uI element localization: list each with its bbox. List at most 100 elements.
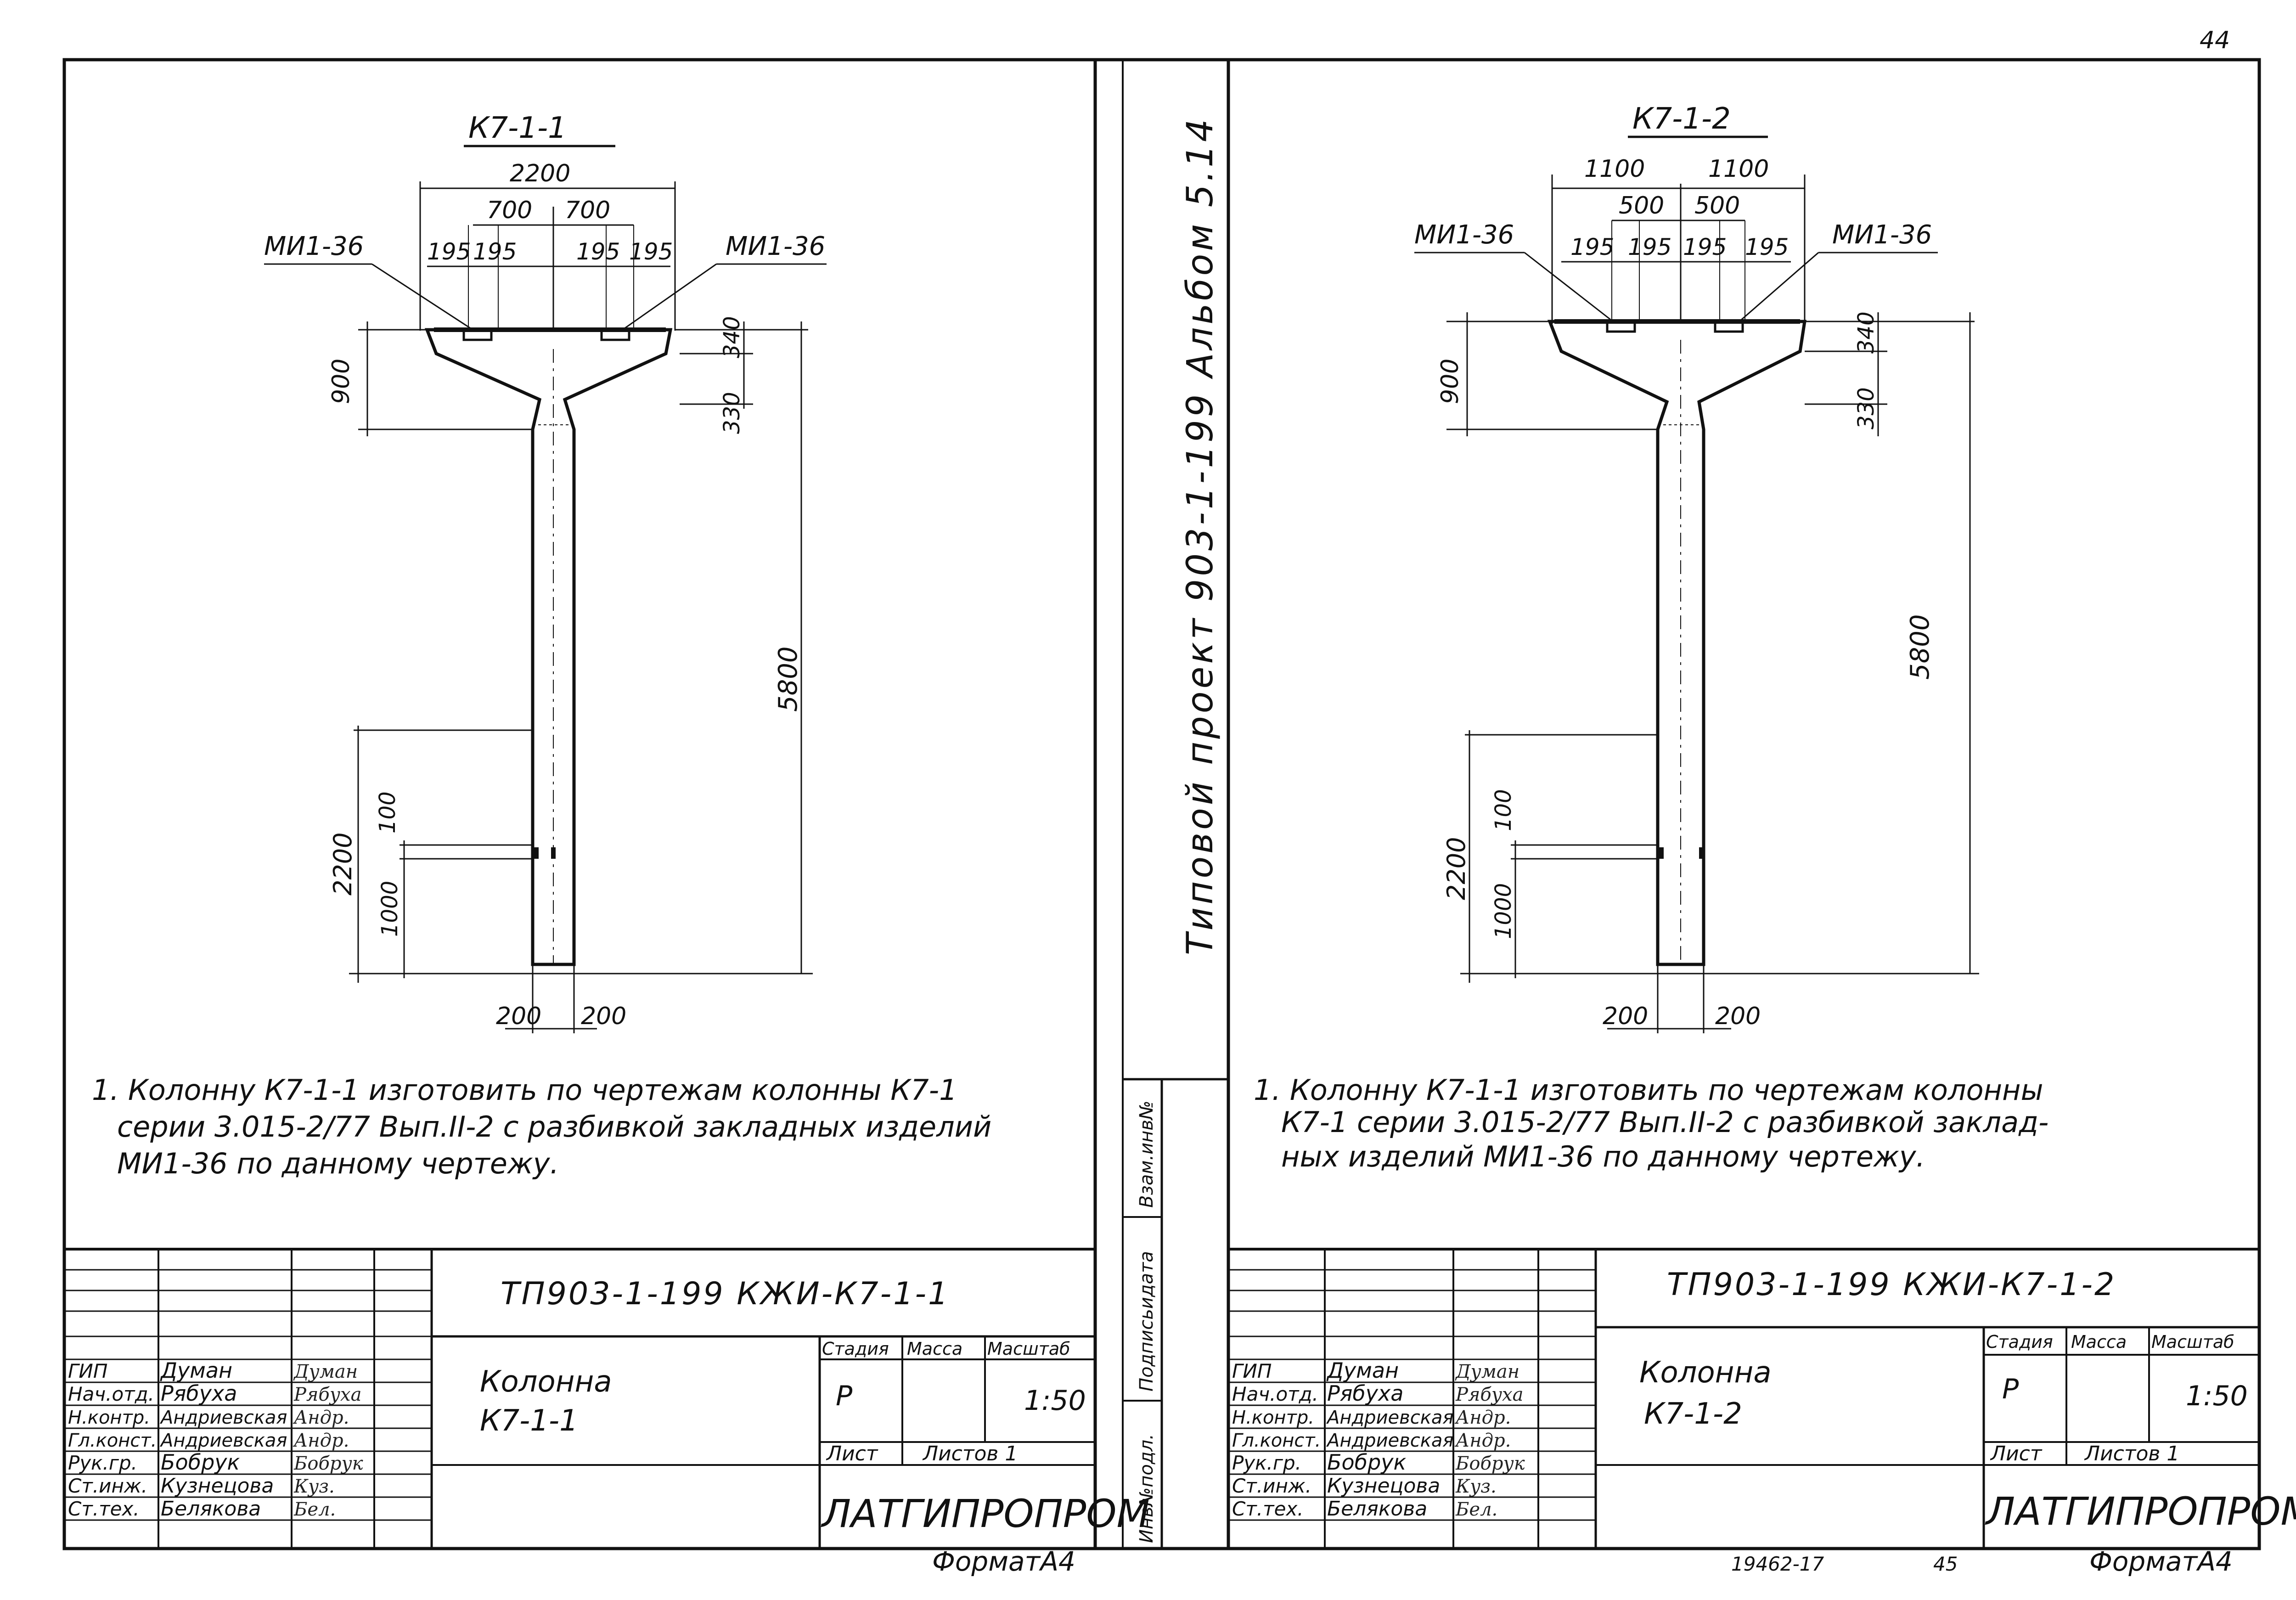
name-5-right: Кузнецова — [1327, 1474, 1440, 1498]
note-left-1: 1. Колонну К7-1-1 изготовить по чертежам… — [92, 1073, 957, 1107]
sign-1-right: Рябуха — [1455, 1384, 1523, 1405]
dim-1000-left: 1000 — [377, 881, 403, 937]
dim-s4-left: 195 — [629, 238, 673, 265]
embed-plate-3 — [1606, 320, 1636, 333]
mi-leader-2 — [624, 263, 717, 329]
dim-total-width: 2200 — [510, 160, 570, 187]
dim-inner-left: 500 — [1619, 192, 1664, 220]
sheet-left: К7-1-1 2200 700 700 195 195 195 195 МИ1-… — [64, 111, 1150, 1549]
name-0-left: Думан — [160, 1358, 232, 1383]
name-1-right: Рябуха — [1327, 1381, 1403, 1406]
name-5-left: Кузнецова — [161, 1474, 274, 1498]
dim-half-left: 700 — [487, 197, 532, 224]
sign-6-left: Бел. — [293, 1499, 336, 1520]
stamp-name1-right: Колонна — [1639, 1356, 1772, 1390]
album-stamp: Типовой проект 903-1-199 Альбом 5.14 — [1180, 116, 1221, 955]
role-6-left: Ст.тех. — [68, 1498, 140, 1520]
dim-100-right: 100 — [1491, 789, 1516, 831]
dim-half-left-r: 1100 — [1584, 155, 1645, 183]
name-2-left: Андриевская — [159, 1407, 287, 1428]
dim-base-left-a: 200 — [496, 1003, 541, 1030]
role-0-right: ГИП — [1232, 1360, 1272, 1382]
embed-mark-1 — [534, 847, 539, 859]
role-0-left: ГИП — [68, 1360, 107, 1382]
mi-label-left-2: МИ1-36 — [1414, 220, 1514, 250]
dim-340-right: 340 — [1853, 311, 1879, 354]
stamp-stage-right: Р — [2002, 1373, 2019, 1405]
embed-plate-1 — [462, 328, 493, 341]
name-1-left: Рябуха — [161, 1381, 237, 1406]
dim-100-left: 100 — [375, 791, 400, 834]
frame-left — [62, 58, 1097, 1550]
stamp-name1-left: Колонна — [480, 1365, 612, 1399]
stamp-mass-h-left: Масса — [907, 1339, 962, 1359]
dim-head-height-r: 900 — [1436, 359, 1464, 404]
dim-s1-left: 195 — [427, 238, 471, 265]
footer-page: 45 — [1933, 1553, 1958, 1575]
role-3-left: Гл.конст. — [68, 1430, 157, 1451]
title-block-right — [1228, 1248, 2259, 1549]
dim-s4-right: 195 — [1745, 234, 1789, 260]
sign-5-right: Куз. — [1455, 1476, 1497, 1497]
mi-leader-4 — [1740, 252, 1819, 321]
sign-4-right: Бобрук — [1455, 1453, 1525, 1474]
title-left: К7-1-1 — [468, 111, 567, 145]
stamp-stage-left: Р — [836, 1380, 853, 1412]
sheet-right: К7-1-2 1100 1100 500 500 195 195 195 195… — [1228, 102, 2296, 1549]
format-label-right: ФорматА4 — [2089, 1546, 2233, 1577]
dim-shaft-right: 5800 — [1905, 614, 1935, 680]
stamp-code-right: ТП903-1-199 КЖИ-К7-1-2 — [1667, 1267, 2116, 1303]
role-5-left: Ст.инж. — [68, 1475, 147, 1497]
role-2-right: Н.контр. — [1232, 1407, 1314, 1428]
stamp-scale-left: 1:50 — [1024, 1385, 1086, 1417]
dim-half-right-r: 1100 — [1708, 155, 1769, 183]
embed-plate-4 — [1714, 320, 1744, 333]
sign-2-right: Андр. — [1454, 1407, 1511, 1428]
stamp-scale-h-right: Масштаб — [2151, 1332, 2234, 1352]
role-1-right: Нач.отд. — [1232, 1383, 1318, 1405]
stamp-sheets-h-left: Листов 1 — [922, 1442, 1018, 1465]
sign-1-left: Рябуха — [293, 1384, 361, 1405]
role-5-right: Ст.инж. — [1232, 1475, 1311, 1497]
column-outline-right — [1547, 320, 1807, 966]
stamp-sheet-h-right: Лист — [1990, 1442, 2043, 1465]
dim-s2-right: 195 — [1628, 234, 1671, 260]
frame-right — [1227, 58, 2261, 1550]
sign-6-right: Бел. — [1455, 1499, 1497, 1520]
embed-plate-2 — [600, 328, 630, 341]
stamp-sheets-h-right: Листов 1 — [2084, 1442, 2179, 1465]
name-2-right: Андриевская — [1326, 1407, 1453, 1428]
stamp-stage-h-right: Стадия — [1986, 1332, 2053, 1352]
note-left-2: серии 3.015-2/77 Вып.II-2 с разбивкой за… — [117, 1110, 991, 1144]
mi-label-left-1: МИ1-36 — [264, 231, 364, 261]
title-right: К7-1-2 — [1632, 102, 1731, 136]
stamp-scale-h-left: Масштаб — [987, 1339, 1070, 1359]
dim-shaft-left: 5800 — [773, 646, 803, 712]
stamp-name2-right: К7-1-2 — [1644, 1397, 1742, 1431]
embed-mark-2 — [551, 847, 556, 859]
side-field-inv-no: Инв№подл. — [1136, 1434, 1157, 1543]
embed-mark-3 — [1659, 847, 1664, 859]
name-3-right: Андриевская — [1326, 1430, 1453, 1451]
dim-inner-right: 500 — [1694, 192, 1740, 220]
dim-base-right-b: 200 — [1715, 1003, 1761, 1030]
mi-label-right-2: МИ1-36 — [1832, 220, 1932, 250]
note-right-1: 1. Колонну К7-1-1 изготовить по чертежам… — [1254, 1073, 2043, 1107]
stamp-org-right: ЛАТГИПРОПРОМ — [1985, 1489, 2296, 1534]
column-outline-left — [424, 328, 673, 966]
role-4-left: Рук.гр. — [68, 1452, 137, 1474]
stamp-stage-h-left: Стадия — [822, 1339, 889, 1359]
footer-code: 19462-17 — [1731, 1553, 1824, 1575]
mi-label-right-1: МИ1-36 — [726, 231, 825, 261]
mi-leader-3 — [1524, 252, 1612, 321]
dim-330-right: 330 — [1853, 387, 1879, 429]
sign-5-left: Куз. — [293, 1476, 335, 1497]
role-6-right: Ст.тех. — [1232, 1498, 1304, 1520]
role-4-right: Рук.гр. — [1232, 1452, 1301, 1474]
stamp-scale-right: 1:50 — [2186, 1380, 2248, 1412]
dim-lower-right: 2200 — [1442, 837, 1471, 900]
dim-base-left-b: 200 — [1603, 1003, 1648, 1030]
role-2-left: Н.контр. — [68, 1407, 150, 1428]
dim-s2-left: 195 — [473, 238, 517, 265]
